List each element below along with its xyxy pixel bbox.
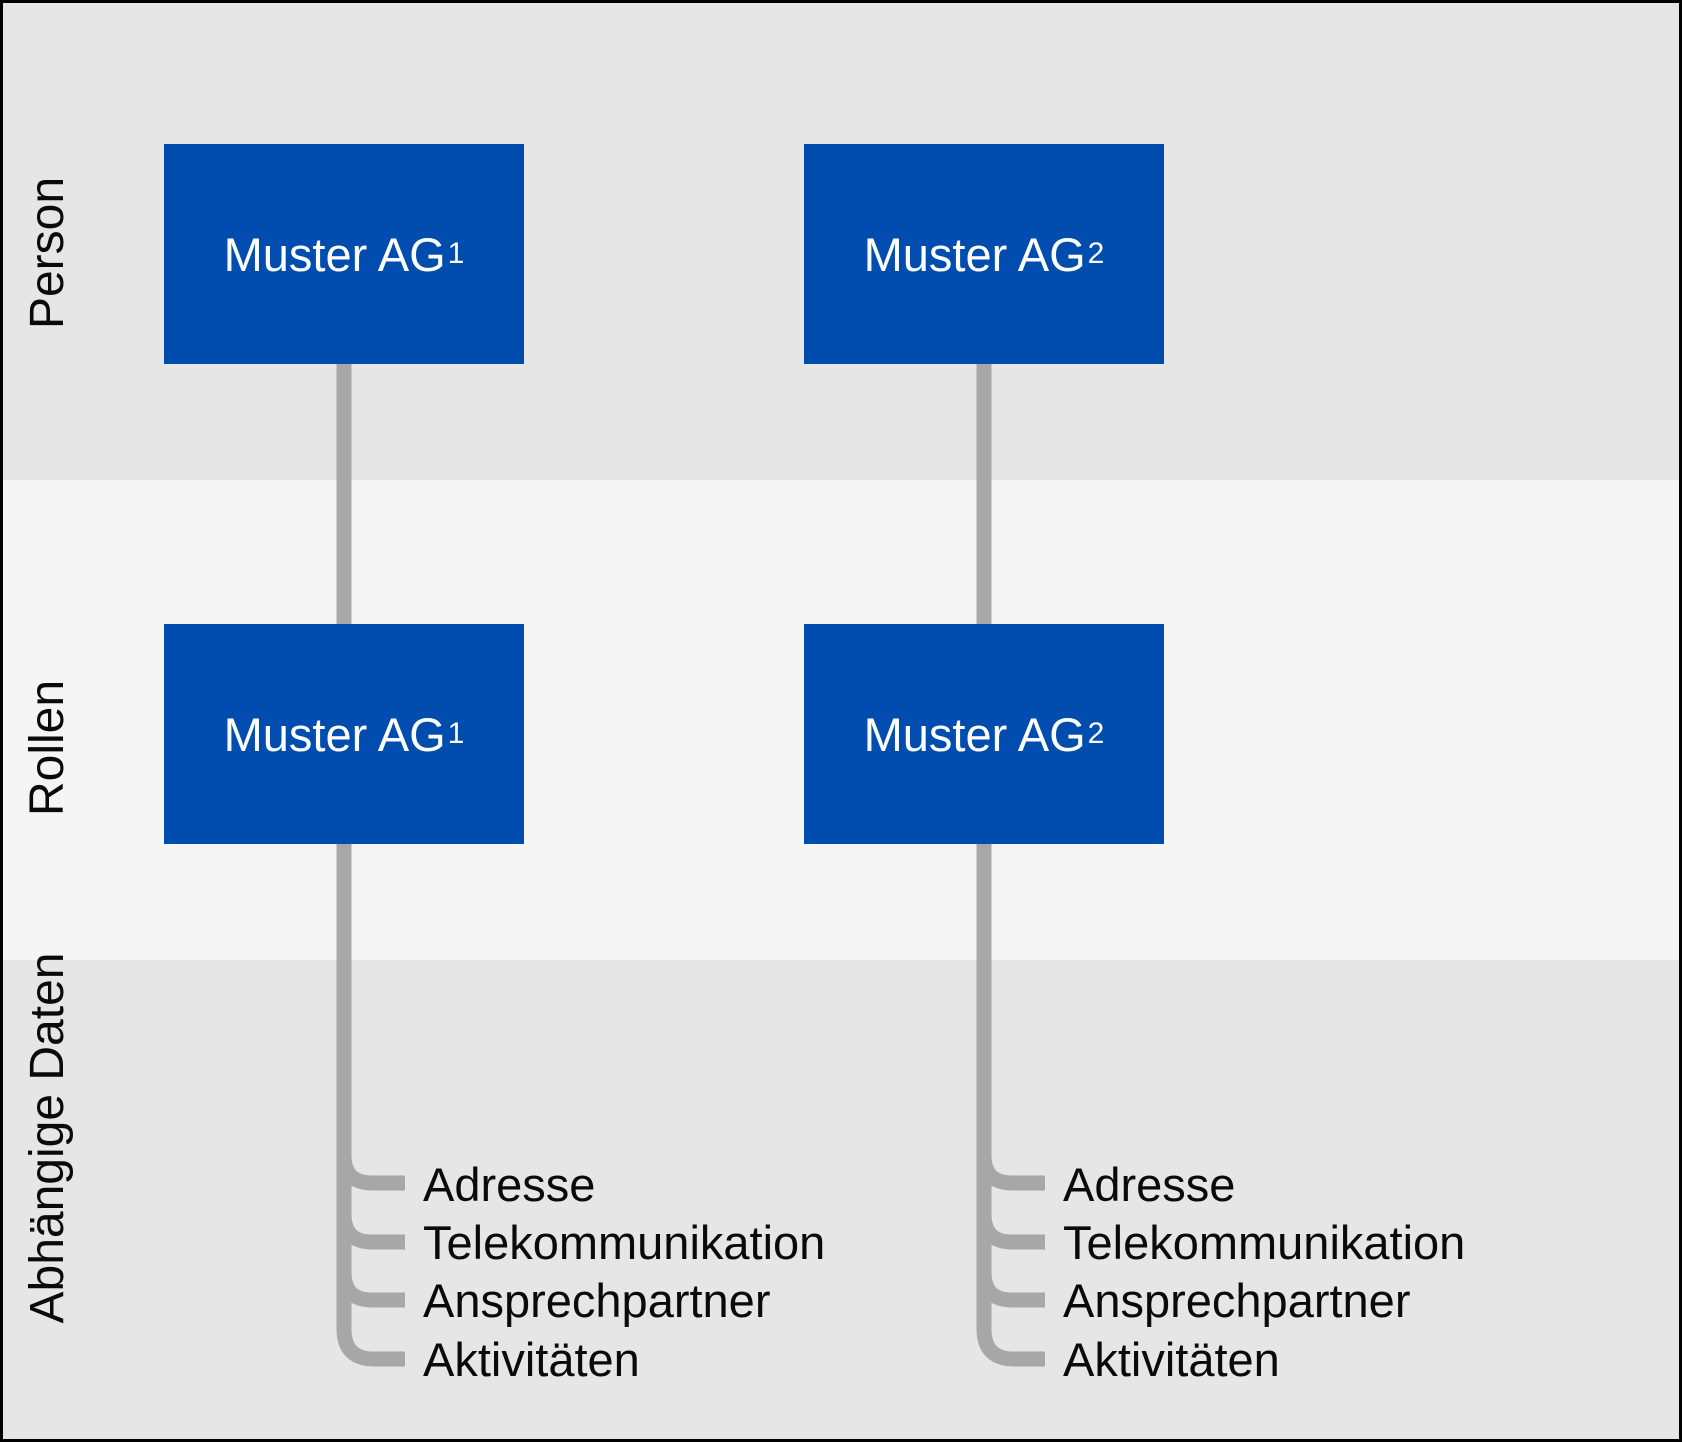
band-label-person: Person xyxy=(21,176,74,330)
rollen-box-1-subscript: 1 xyxy=(447,717,465,750)
person-box-1-subscript: 1 xyxy=(447,237,465,270)
dependent-item-aktivitaeten-2: Aktivitäten xyxy=(1063,1333,1280,1387)
dependent-item-adresse-2: Adresse xyxy=(1063,1158,1236,1212)
rollen-box-2-label: Muster AG xyxy=(863,707,1086,761)
rollen-box-1-label: Muster AG xyxy=(223,707,446,761)
band-label-dependent-data: Abhängige Daten xyxy=(21,952,74,1324)
dependent-item-adresse-1: Adresse xyxy=(423,1158,596,1212)
person-box-2-subscript: 2 xyxy=(1087,237,1105,270)
dependent-item-telekommunikation-1: Telekommunikation xyxy=(423,1216,826,1270)
rollen-box-2-subscript: 2 xyxy=(1087,717,1105,750)
band-label-rollen: Rollen xyxy=(21,679,74,817)
band-dependent-data xyxy=(3,960,1679,1439)
dependent-item-aktivitaeten-1: Aktivitäten xyxy=(423,1333,640,1387)
dependent-item-ansprechpartner-1: Ansprechpartner xyxy=(423,1274,771,1328)
person-box-1-label: Muster AG xyxy=(223,227,446,281)
dependent-item-ansprechpartner-2: Ansprechpartner xyxy=(1063,1274,1411,1328)
person-box-2-label: Muster AG xyxy=(863,227,1086,281)
dependent-item-telekommunikation-2: Telekommunikation xyxy=(1063,1216,1466,1270)
